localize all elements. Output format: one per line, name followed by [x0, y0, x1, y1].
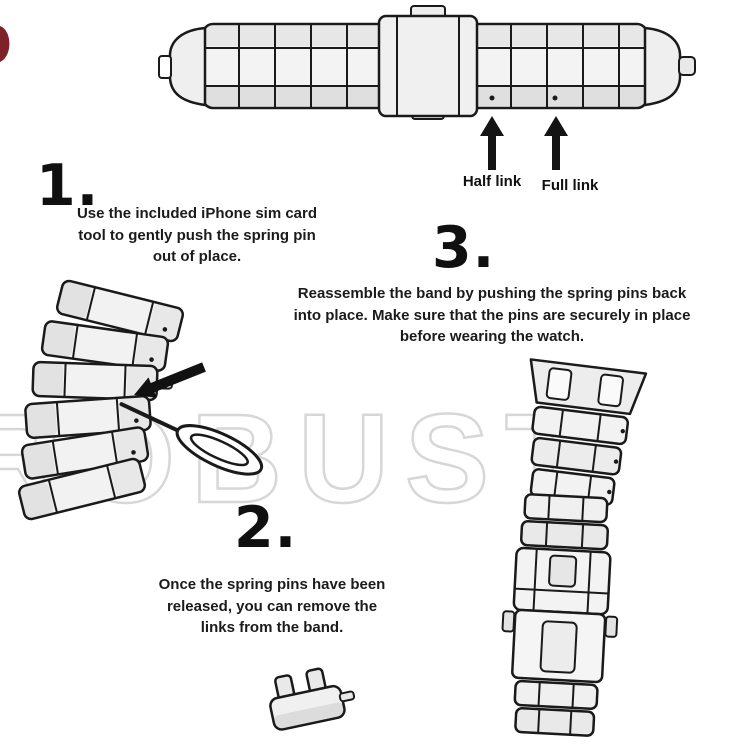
lug-adapter-illustration [529, 358, 648, 506]
spring-pin [338, 690, 356, 703]
pointer-arrow-icon [134, 362, 206, 398]
text-line: out of place. [152, 248, 242, 265]
step-1-number: 1. [36, 153, 100, 219]
clasp-illustration [501, 493, 619, 737]
clasp-release-button [501, 610, 516, 633]
watch-band-top-illustration [158, 5, 696, 120]
text-line: Reassemble the band by pushing the sprin… [297, 285, 687, 302]
half-link-pin-hole [489, 95, 495, 101]
band-right-adapter [643, 26, 696, 107]
link-pointer-arrows [480, 116, 568, 170]
up-arrow-icon [480, 116, 504, 170]
removed-link-illustration [269, 667, 356, 731]
step-3-text: Reassemble the band by pushing the sprin… [272, 283, 712, 348]
text-line: tool to gently push the spring pin [78, 226, 316, 244]
band-link-row [17, 457, 147, 521]
band-link-row [24, 394, 152, 440]
up-arrow-icon [544, 116, 568, 170]
half-link-label: Half link [462, 173, 522, 190]
corner-mark [0, 26, 10, 62]
step-2-number: 2. [234, 495, 298, 561]
band-link-row [40, 320, 170, 372]
step-3-number: 3. [432, 215, 496, 281]
text-line: before wearing the watch. [399, 328, 585, 345]
band-left-adapter [158, 26, 207, 107]
text-line: released, you can remove the [166, 597, 378, 615]
step-2-text: Once the spring pins have been released,… [142, 574, 402, 639]
text-line: Use the included iPhone sim card [76, 205, 318, 222]
full-link-label: Full link [541, 177, 599, 194]
full-link-pin-hole [552, 95, 558, 101]
sim-eject-tool-icon [119, 402, 264, 476]
clasp-cover [377, 5, 479, 120]
band-link-row [55, 279, 185, 343]
step-1-text: Use the included iPhone sim card tool to… [52, 203, 342, 268]
text-line: into place. Make sure that the pins are … [293, 306, 691, 324]
band-link-dividers [238, 24, 620, 108]
text-line: Once the spring pins have been [158, 576, 386, 593]
clasp-release-button [604, 615, 619, 638]
band-with-sim-tool-illustration [17, 279, 264, 521]
text-line: links from the band. [200, 619, 344, 636]
